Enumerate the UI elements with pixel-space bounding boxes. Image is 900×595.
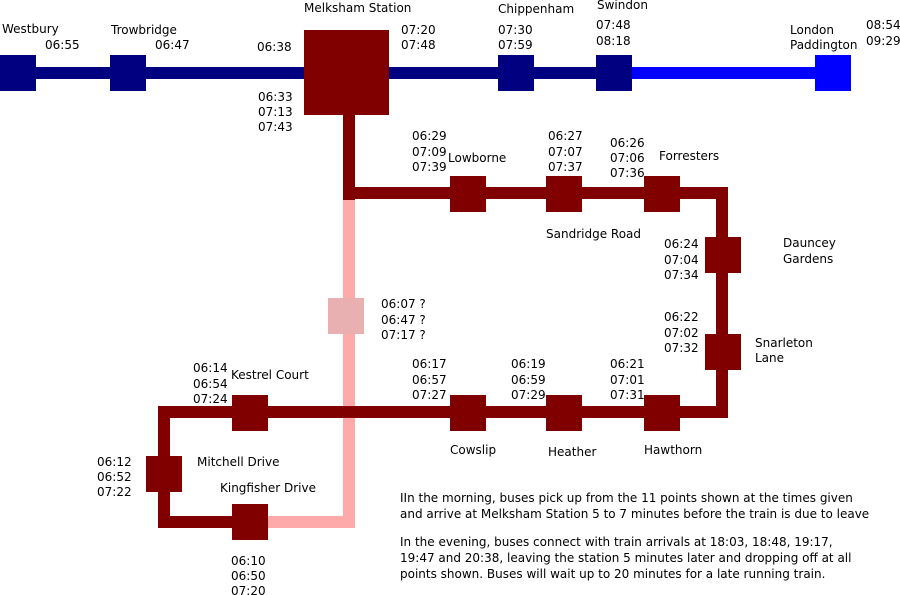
dauncey-time: 06:24 — [664, 237, 699, 251]
stop-heather[interactable] — [546, 395, 582, 431]
bus-route-optional — [262, 199, 355, 528]
dauncey-time: 07:34 — [664, 268, 699, 282]
heather-time: 06:19 — [511, 357, 546, 371]
mitchell-label: Mitchell Drive — [197, 455, 279, 469]
chippenham-label: Chippenham — [498, 2, 574, 16]
trowbridge-time: 06:47 — [155, 38, 190, 52]
hawthorn-time: 07:01 — [610, 373, 645, 387]
station-london-paddington[interactable] — [815, 55, 851, 91]
kestrel-label: Kestrel Court — [231, 368, 309, 382]
melksham-east-time: 07:48 — [401, 38, 436, 52]
dauncey-label: Gardens — [783, 252, 833, 266]
london-time: 09:29 — [866, 34, 900, 48]
westbury-time: 06:55 — [45, 38, 80, 52]
station-westbury[interactable] — [0, 55, 36, 91]
melksham-label: Melksham Station — [304, 1, 411, 15]
heather-time: 07:29 — [511, 388, 546, 402]
stop-mitchell-drive[interactable] — [146, 456, 182, 492]
hawthorn-label: Hawthorn — [644, 443, 702, 457]
dauncey-label: Dauncey — [783, 236, 836, 250]
chippenham-time: 07:59 — [498, 38, 533, 52]
stop-cowslip[interactable] — [450, 395, 486, 431]
kingfisher-label: Kingfisher Drive — [220, 481, 316, 495]
evening-note: In the evening, buses connect with train… — [400, 535, 833, 549]
lowborne-time: 07:09 — [412, 145, 447, 159]
london-label: London — [790, 23, 834, 37]
forresters-time: 07:36 — [610, 166, 645, 180]
lowborne-time: 06:29 — [412, 129, 447, 143]
kestrel-time: 06:54 — [193, 377, 228, 391]
morning-note: IIn the morning, buses pick up from the … — [400, 491, 853, 505]
snarleton-time: 07:32 — [664, 341, 699, 355]
heather-time: 06:59 — [511, 373, 546, 387]
kestrel-time: 07:24 — [193, 392, 228, 406]
westbury-label: Westbury — [2, 22, 59, 36]
snarleton-label: Snarleton — [755, 336, 813, 350]
melksham-bus-time: 06:33 — [258, 90, 293, 104]
sandridge-time: 06:27 — [548, 129, 583, 143]
sandridge-time: 07:37 — [548, 160, 583, 174]
stop-hawthorn[interactable] — [644, 395, 680, 431]
mitchell-time: 06:12 — [97, 455, 132, 469]
cowslip-time: 06:57 — [412, 373, 447, 387]
melksham-east-time: 07:20 — [401, 23, 436, 37]
swindon-label: Swindon — [597, 0, 648, 12]
stop-dauncey-gardens[interactable] — [705, 237, 741, 273]
station-melksham[interactable] — [304, 30, 389, 115]
cowslip-label: Cowslip — [450, 443, 496, 457]
melksham-bus-time: 07:43 — [258, 120, 293, 134]
station-trowbridge[interactable] — [110, 55, 146, 91]
mitchell-time: 07:22 — [97, 485, 132, 499]
forresters-time: 06:26 — [610, 136, 645, 150]
rail-line-east — [615, 67, 851, 79]
stop-snarleton-lane[interactable] — [705, 334, 741, 370]
evening-note: points shown. Buses will wait up to 20 m… — [400, 567, 825, 581]
cowslip-time: 06:17 — [412, 357, 447, 371]
london-time: 08:54 — [866, 18, 900, 32]
mitchell-time: 06:52 — [97, 470, 132, 484]
melksham-bus-time: 07:13 — [258, 105, 293, 119]
stop-kingfisher-drive[interactable] — [232, 504, 268, 540]
heather-label: Heather — [548, 445, 596, 459]
melksham-west-time: 06:38 — [257, 40, 292, 54]
forresters-label: Forresters — [659, 149, 719, 163]
snarleton-label: Lane — [755, 351, 784, 365]
stop-kestrel-court[interactable] — [232, 395, 268, 431]
optional-stop-time: 06:07 ? — [381, 297, 426, 311]
stop-lowborne[interactable] — [450, 176, 486, 212]
snarleton-time: 07:02 — [664, 326, 699, 340]
swindon-time: 08:18 — [596, 34, 631, 48]
cowslip-time: 07:27 — [412, 388, 447, 402]
hawthorn-time: 07:31 — [610, 388, 645, 402]
kingfisher-time: 07:20 — [231, 584, 266, 595]
kingfisher-time: 06:10 — [231, 554, 266, 568]
stop-sandridge-road[interactable] — [546, 176, 582, 212]
hawthorn-time: 06:21 — [610, 357, 645, 371]
kestrel-time: 06:14 — [193, 361, 228, 375]
london-label: Paddington — [790, 38, 858, 52]
stop-forresters[interactable] — [644, 176, 680, 212]
stop-optional[interactable] — [328, 298, 364, 334]
morning-note: and arrive at Melksham Station 5 to 7 mi… — [400, 507, 869, 521]
sandridge-label: Sandridge Road — [546, 227, 641, 241]
lowborne-label: Lowborne — [448, 151, 506, 165]
chippenham-time: 07:30 — [498, 23, 533, 37]
trowbridge-label: Trowbridge — [110, 23, 177, 37]
kingfisher-time: 06:50 — [231, 569, 266, 583]
sandridge-time: 07:07 — [548, 145, 583, 159]
dauncey-time: 07:04 — [664, 253, 699, 267]
station-swindon[interactable] — [596, 55, 632, 91]
swindon-time: 07:48 — [596, 18, 631, 32]
forresters-time: 07:06 — [610, 151, 645, 165]
evening-note: 19:47 and 20:38, leaving the station 5 m… — [400, 551, 851, 565]
optional-stop-time: 07:17 ? — [381, 328, 426, 342]
lowborne-time: 07:39 — [412, 160, 447, 174]
optional-stop-time: 06:47 ? — [381, 313, 426, 327]
snarleton-time: 06:22 — [664, 310, 699, 324]
station-chippenham[interactable] — [498, 55, 534, 91]
